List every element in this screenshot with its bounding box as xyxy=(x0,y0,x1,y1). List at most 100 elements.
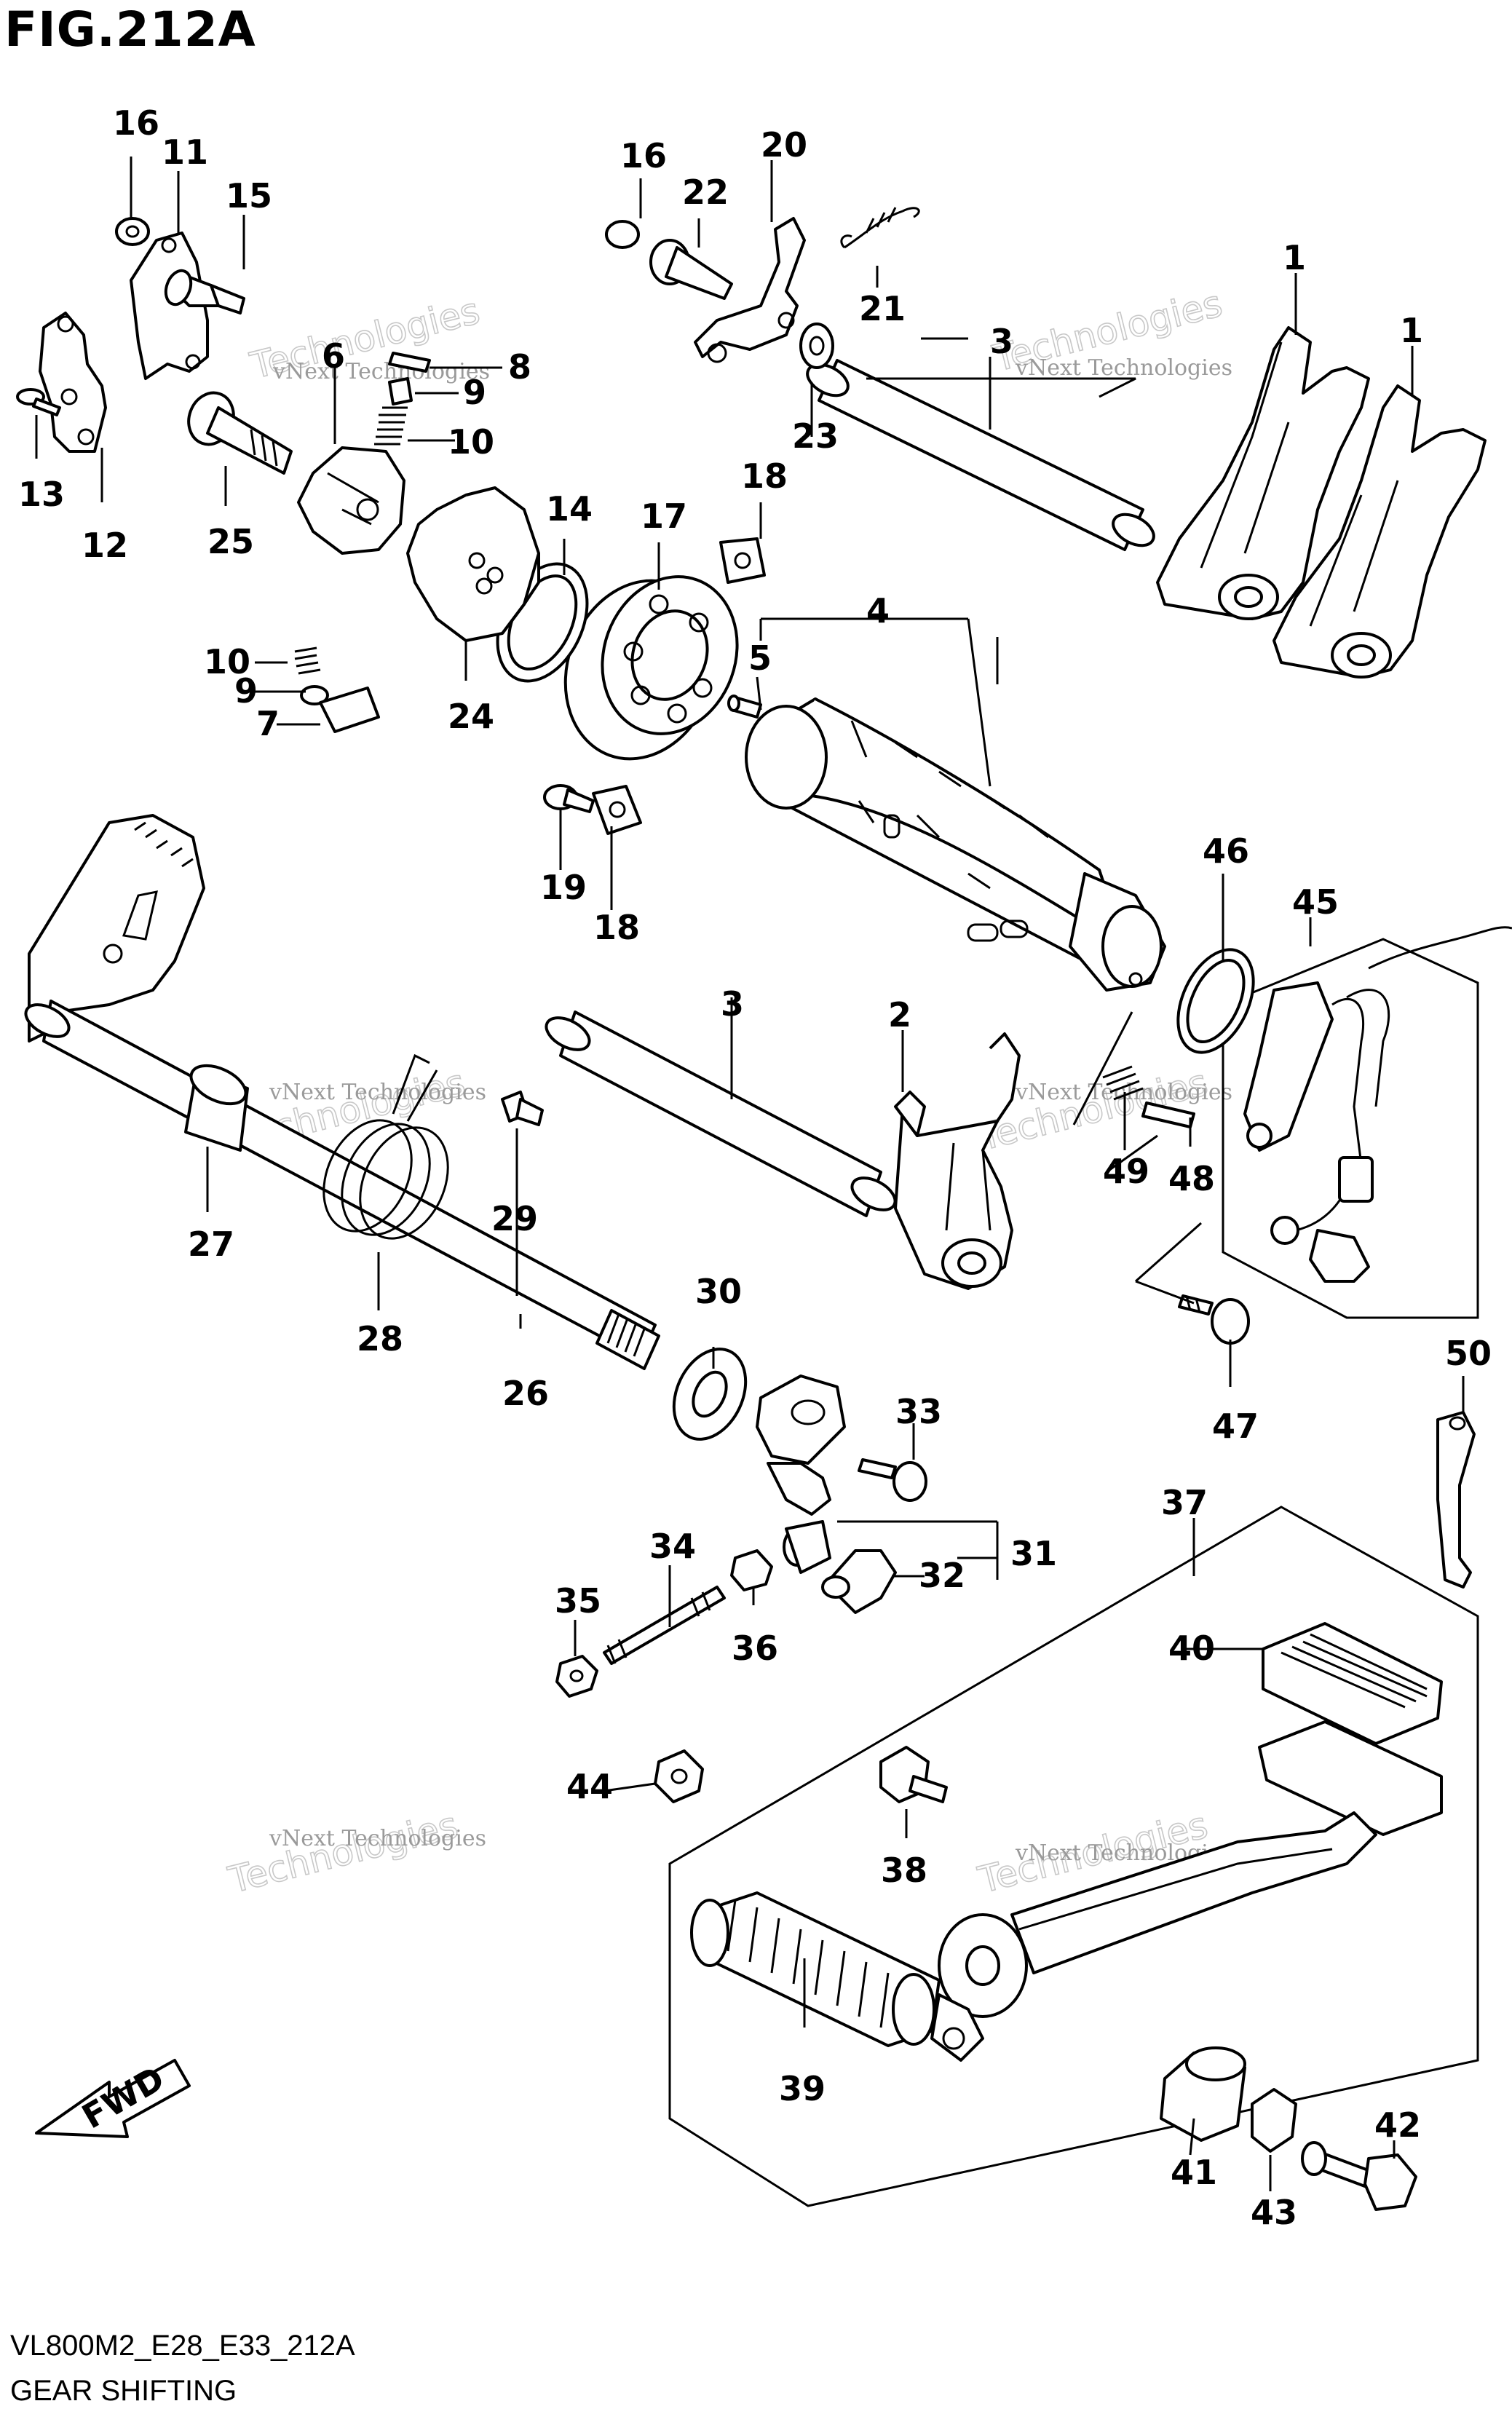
callout-1: 1 xyxy=(1400,311,1423,350)
callout-15: 15 xyxy=(226,176,272,215)
callout-21: 21 xyxy=(859,289,906,328)
fork-shaft-3a xyxy=(806,359,1155,551)
shift-fork-2 xyxy=(894,1032,1021,1290)
callout-46: 46 xyxy=(1203,831,1249,871)
callout-30: 30 xyxy=(695,1272,742,1311)
nut-16b xyxy=(605,220,640,249)
callout-19: 19 xyxy=(540,868,587,907)
bolt-42 xyxy=(1301,2141,1417,2211)
callout-6: 6 xyxy=(322,336,345,376)
callout-1: 1 xyxy=(1283,238,1306,277)
stopper-bracket-11 xyxy=(130,232,209,380)
callout-14: 14 xyxy=(546,489,593,529)
pin-8 xyxy=(388,352,431,373)
spring-10a xyxy=(374,406,408,446)
gearshift-lever-37 xyxy=(668,1506,1479,2207)
callout-33: 33 xyxy=(895,1392,942,1431)
model-code: VL800M2_E28_E33_212A xyxy=(10,2330,355,2362)
callout-25: 25 xyxy=(207,522,254,561)
screw-13 xyxy=(16,388,61,416)
bushing-41 xyxy=(1160,2046,1246,2142)
callout-23: 23 xyxy=(792,416,839,456)
figure-title: FIG.212A xyxy=(4,1,256,58)
stopper-plate-12 xyxy=(39,312,107,453)
callout-4: 4 xyxy=(866,591,890,630)
watermark-line: vNext Technologies xyxy=(269,1080,486,1105)
nut-36 xyxy=(730,1549,773,1591)
spring-49 xyxy=(1102,1065,1144,1101)
callout-29: 29 xyxy=(491,1199,538,1238)
washer-43 xyxy=(1251,2088,1297,2153)
callout-3: 3 xyxy=(721,984,744,1024)
callout-22: 22 xyxy=(682,173,729,212)
callout-31: 31 xyxy=(1010,1534,1057,1573)
rod-34 xyxy=(603,1586,726,1665)
callout-8: 8 xyxy=(508,347,531,387)
callout-34: 34 xyxy=(649,1527,696,1566)
nut-16a xyxy=(115,217,150,246)
callout-labels: 1 1 2 3 3 4 5 6 7 8 9 9 10 10 11 12 13 1… xyxy=(18,103,1492,2232)
leader-lines xyxy=(35,157,1465,2191)
oil-seal-30 xyxy=(672,1348,748,1441)
callout-20: 20 xyxy=(761,125,807,165)
joint-cap-32 xyxy=(821,1549,897,1614)
callout-12: 12 xyxy=(82,526,128,565)
bush-27 xyxy=(184,1064,249,1152)
callout-27: 27 xyxy=(188,1225,234,1264)
nut-35 xyxy=(555,1655,598,1698)
callout-45: 45 xyxy=(1292,882,1339,922)
callout-17: 17 xyxy=(641,497,687,536)
watermark-line: vNext Technologies xyxy=(269,1826,486,1851)
watermark-big: Technologies xyxy=(224,1804,462,1902)
callout-5: 5 xyxy=(748,638,772,678)
callout-28: 28 xyxy=(357,1319,403,1358)
fwd-arrow: FWD xyxy=(35,2059,191,2138)
callout-40: 40 xyxy=(1168,1629,1215,1668)
bolt-25 xyxy=(187,391,293,475)
watermark-line: vNext Technologies xyxy=(1015,355,1232,381)
roller-9b xyxy=(300,685,329,705)
callout-35: 35 xyxy=(555,1581,601,1621)
callout-11: 11 xyxy=(162,132,208,172)
washer-18b xyxy=(592,785,642,835)
bolt-15 xyxy=(164,269,245,315)
fork-shaft-3b xyxy=(545,1010,897,1217)
callout-10: 10 xyxy=(448,422,494,462)
callout-2: 2 xyxy=(888,995,911,1035)
nut-44 xyxy=(654,1749,704,1803)
pin-29 xyxy=(501,1091,544,1126)
callout-43: 43 xyxy=(1251,2193,1297,2232)
callout-16: 16 xyxy=(113,103,159,143)
pin-5 xyxy=(727,695,762,719)
figure-caption: GEAR SHIFTING xyxy=(10,2375,237,2407)
spring-10b xyxy=(294,646,321,675)
gear-position-switch-45 xyxy=(1222,926,1512,1319)
shift-plate-20 xyxy=(694,217,806,363)
callout-10: 10 xyxy=(204,642,250,681)
bolt-38 xyxy=(879,1746,948,1803)
callout-42: 42 xyxy=(1374,2105,1421,2145)
callout-39: 39 xyxy=(779,2069,826,2108)
callout-26: 26 xyxy=(502,1374,549,1413)
pin-22 xyxy=(649,239,733,300)
bolt-47 xyxy=(1178,1294,1250,1345)
stopper-7 xyxy=(319,687,380,733)
callout-9: 9 xyxy=(234,671,258,711)
callout-24: 24 xyxy=(448,697,494,736)
callout-18: 18 xyxy=(593,908,640,947)
return-spring-28 xyxy=(322,1053,449,1240)
bolt-33 xyxy=(858,1458,927,1502)
callout-44: 44 xyxy=(566,1767,613,1806)
callout-9: 9 xyxy=(463,373,486,412)
cam-plate-24 xyxy=(406,486,540,642)
callout-7: 7 xyxy=(256,704,280,743)
gearshift-cam-4 xyxy=(745,697,1166,992)
callout-32: 32 xyxy=(919,1556,965,1595)
bearing-17 xyxy=(563,575,739,761)
spring-21 xyxy=(840,207,920,249)
stopper-6 xyxy=(297,446,405,555)
callout-47: 47 xyxy=(1212,1407,1259,1446)
callout-18: 18 xyxy=(741,456,788,496)
callout-38: 38 xyxy=(881,1851,927,1890)
